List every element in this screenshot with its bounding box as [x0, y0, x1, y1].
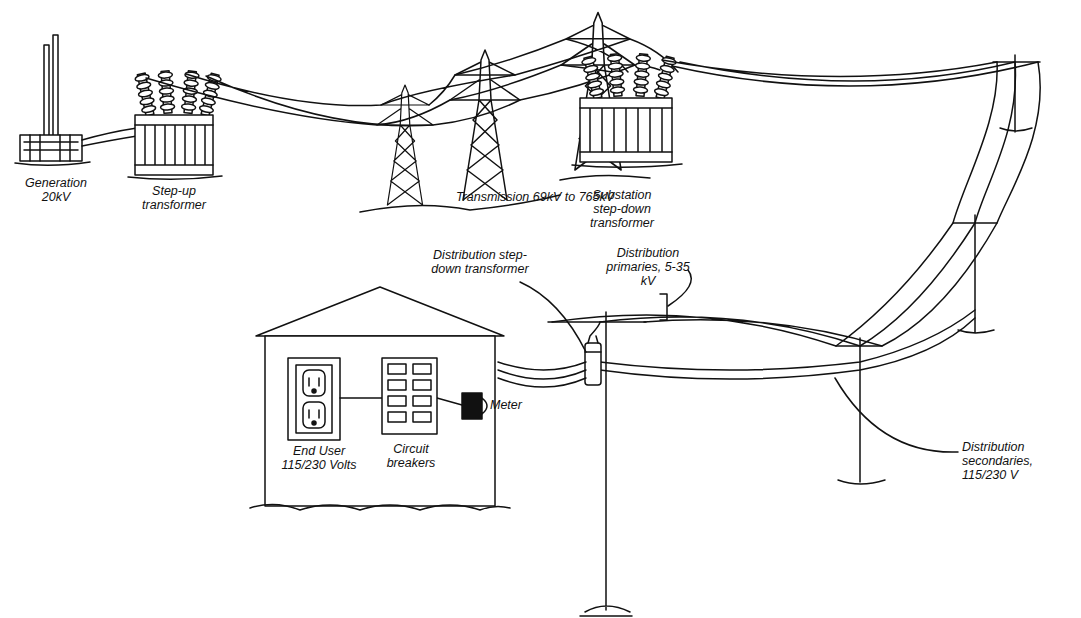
circuit-breaker-panel — [388, 380, 406, 390]
step-up-transformer — [158, 71, 175, 114]
step-up-transformer — [134, 72, 156, 116]
circuit-breaker-panel — [413, 380, 431, 390]
house — [265, 336, 495, 506]
circuit-breaker-panel — [388, 364, 406, 374]
wall-outlet — [312, 421, 316, 425]
circuit-breaker-panel — [382, 358, 437, 434]
distribution-transformer — [585, 322, 601, 385]
wall-outlet — [288, 358, 340, 440]
utility-pole — [993, 55, 1040, 132]
transmission-tower — [450, 50, 520, 200]
utility-pole — [548, 55, 1040, 616]
component-label: Step-up transformer — [132, 184, 216, 212]
component-label: Transmission 69kV to 765kV — [455, 190, 615, 204]
substation-transformer — [607, 54, 625, 97]
utility-pole — [953, 215, 997, 333]
substation-transformer — [581, 56, 605, 100]
utility-pole — [836, 338, 885, 484]
wall-outlet — [303, 370, 325, 396]
substation-transformer — [572, 54, 682, 168]
electric-meter — [462, 393, 482, 419]
wall-outlet — [312, 389, 316, 393]
leader-line — [520, 270, 958, 452]
bracket — [660, 294, 667, 320]
component-label: Distribution secondaries, 115/230 V — [962, 440, 1066, 482]
primary-line — [552, 62, 1040, 346]
house — [250, 287, 510, 510]
component-label: Meter — [490, 398, 540, 412]
distribution-transformer — [585, 343, 601, 385]
distribution-transformer — [585, 322, 601, 352]
component-label: Circuit breakers — [380, 442, 442, 470]
electric-meter — [482, 398, 487, 414]
circuit-breaker-panel — [413, 396, 431, 406]
circuit-breaker-panel — [413, 412, 431, 422]
component-label: Substation step-down transformer — [582, 188, 662, 230]
generation-plant — [53, 35, 58, 137]
generation-plant — [15, 35, 90, 165]
generator-lead — [82, 128, 137, 146]
house — [256, 287, 504, 336]
wall-outlet — [288, 358, 340, 440]
service-drop — [498, 362, 586, 387]
generation-plant — [44, 45, 49, 137]
wall-outlet — [296, 365, 332, 433]
electric-meter — [462, 393, 487, 419]
component-label: End User 115/230 Volts — [276, 444, 362, 472]
generation-plant — [15, 135, 90, 165]
component-label: Distribution primaries, 5-35 kV — [598, 246, 698, 288]
step-up-transformer — [135, 115, 213, 175]
wall-outlet — [303, 402, 325, 428]
step-up-transformer — [128, 125, 222, 179]
circuit-breaker-panel — [388, 412, 406, 422]
component-label: Generation 20kV — [14, 176, 98, 204]
circuit-breaker-panel — [382, 358, 437, 434]
distribution-line — [662, 60, 1038, 86]
utility-pole — [548, 312, 646, 616]
secondary-line — [600, 310, 975, 379]
circuit-breaker-panel — [388, 396, 406, 406]
component-label: Distribution step-down transformer — [430, 248, 530, 276]
circuit-breaker-panel — [413, 364, 431, 374]
substation-transformer — [633, 54, 651, 97]
wall-outlet — [309, 378, 319, 418]
substation-transformer — [572, 108, 682, 167]
house — [250, 504, 510, 510]
